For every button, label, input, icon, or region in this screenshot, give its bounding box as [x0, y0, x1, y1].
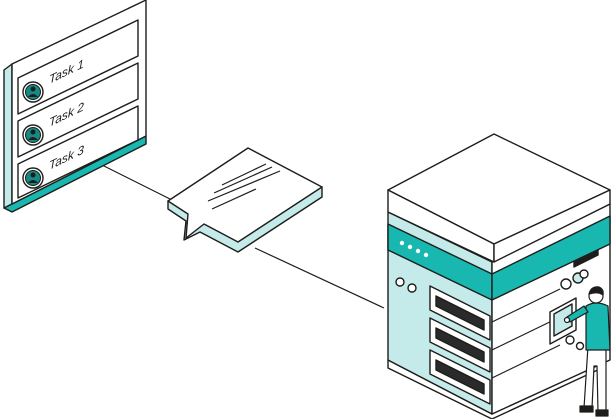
drive-bays: [429, 285, 491, 405]
drive-bay-slot: [435, 359, 485, 395]
control-dial-icon[interactable]: [575, 341, 585, 351]
server-band-slot: [573, 249, 599, 268]
message-bubble-face: [167, 147, 323, 243]
task-row[interactable]: [17, 62, 139, 158]
knob-icon: [395, 277, 405, 287]
technician-legs: [583, 345, 607, 413]
task-row-card: [17, 62, 139, 158]
server: [387, 133, 611, 419]
drive-bay-slot: [435, 327, 485, 363]
server-band-right: [491, 215, 611, 301]
status-light-icon: [415, 248, 421, 254]
avatar-head: [30, 86, 36, 92]
avatar-body: [28, 180, 38, 183]
task-panel-side: [3, 63, 13, 209]
technician-shoes: [579, 405, 609, 417]
right-wall-stripes: [491, 288, 561, 379]
knob-icon: [407, 283, 417, 293]
status-light-icon: [423, 252, 429, 258]
technician-hand: [563, 316, 571, 324]
avatar-body: [28, 94, 38, 97]
message-text-lines: [207, 163, 281, 210]
technician: [563, 286, 611, 417]
task-panel-bottom-edge: [3, 135, 147, 213]
technician-torso: [585, 302, 611, 351]
drive-bay-slot: [435, 295, 485, 331]
task-panel: [3, 0, 147, 213]
connector-lines: [99, 163, 385, 309]
status-lights: [399, 240, 429, 258]
task-row-card: [17, 105, 139, 199]
message-bubble: [167, 147, 323, 253]
status-light-icon: [407, 244, 413, 250]
control-screen-inner: [553, 303, 573, 337]
control-button-icon[interactable]: [579, 269, 589, 279]
server-top-edge-right: [493, 189, 611, 263]
technician-hair: [588, 286, 604, 296]
status-light-icon: [399, 240, 405, 246]
task-row[interactable]: [17, 19, 139, 115]
connector-bubble-to-server: [254, 247, 385, 309]
avatar-head: [30, 172, 36, 178]
control-button-icon[interactable]: [560, 278, 572, 290]
control-dial-icon[interactable]: [565, 335, 575, 345]
avatar-head: [30, 129, 36, 135]
connector-panel-to-bubble: [99, 163, 181, 205]
control-panel[interactable]: [549, 269, 589, 351]
avatar-body: [28, 137, 38, 140]
task-row[interactable]: [17, 105, 139, 199]
task-row-card: [17, 19, 139, 115]
